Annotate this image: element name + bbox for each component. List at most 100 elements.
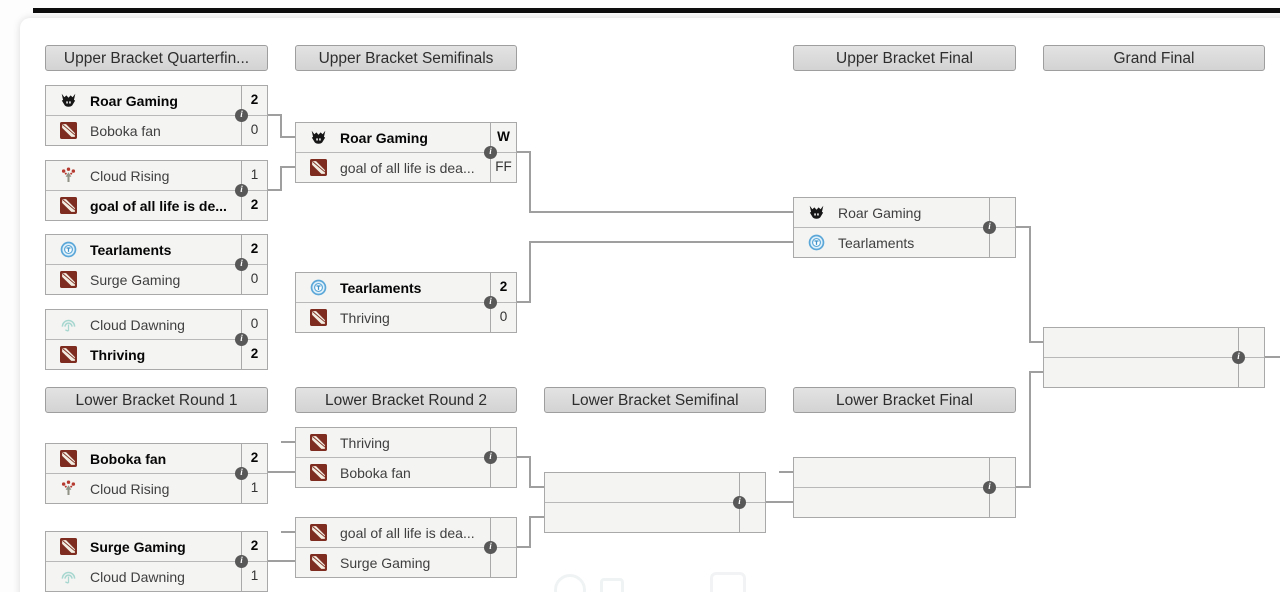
dota2-default-logo-icon [46, 450, 90, 467]
info-icon[interactable] [733, 495, 746, 509]
team-name[interactable]: Boboka fan [340, 464, 411, 481]
info-icon[interactable] [484, 450, 497, 464]
match-lower-bracket-round1-2: Surge Gaming 2 Cloud Dawning 1 [45, 531, 268, 592]
team-name[interactable]: Cloud Rising [90, 167, 170, 184]
header-lower-bracket-round-1: Lower Bracket Round 1 [45, 387, 268, 413]
team-score: W [490, 123, 516, 152]
team-row[interactable]: Tearlaments 2 [296, 273, 516, 303]
match-upper-bracket-quarterfinal-2: Cloud Rising 1 goal of all life is de...… [45, 160, 268, 221]
team-name[interactable]: goal of all life is dea... [340, 524, 475, 541]
team-row[interactable]: Cloud Rising 1 [46, 161, 267, 191]
team-name[interactable]: Thriving [90, 346, 146, 363]
team-name[interactable]: Boboka fan [90, 450, 167, 467]
team-row[interactable]: Roar Gaming 2 [46, 86, 267, 116]
team-score: 0 [241, 116, 267, 145]
team-name[interactable]: Cloud Dawning [90, 568, 185, 585]
connector [281, 441, 295, 443]
dota2-default-logo-icon [46, 346, 90, 363]
connector [529, 211, 793, 213]
cloud-rising-logo-icon [46, 480, 90, 497]
info-icon[interactable] [235, 466, 248, 480]
team-row[interactable]: Boboka fan 2 [46, 444, 267, 474]
cloud-dawning-logo-icon [46, 316, 90, 333]
match-upper-bracket-final: Roar Gaming Tearlaments [793, 197, 1016, 258]
info-icon[interactable] [235, 257, 248, 271]
connector [766, 501, 793, 503]
team-row[interactable]: Boboka fan [296, 458, 516, 487]
connector [1029, 341, 1043, 343]
team-row[interactable]: Cloud Dawning 0 [46, 310, 267, 340]
top-bar [33, 8, 1280, 13]
team-row[interactable]: goal of all life is de... 2 [46, 191, 267, 220]
team-row[interactable]: Surge Gaming 0 [46, 265, 267, 294]
dota2-default-logo-icon [296, 159, 340, 176]
team-row[interactable]: Thriving 0 [296, 303, 516, 332]
team-row[interactable]: Thriving [296, 428, 516, 458]
info-icon[interactable] [983, 220, 996, 234]
info-icon[interactable] [484, 145, 497, 159]
info-icon[interactable] [484, 295, 497, 309]
info-icon[interactable] [235, 108, 248, 122]
info-icon[interactable] [983, 480, 996, 494]
team-name[interactable]: goal of all life is de... [90, 197, 227, 214]
team-row [545, 473, 765, 503]
connector [268, 114, 282, 116]
team-score: 0 [490, 303, 516, 332]
match-lower-bracket-round2-2: goal of all life is dea... Surge Gaming [295, 517, 517, 578]
team-row[interactable]: Tearlaments [794, 228, 1015, 257]
info-icon[interactable] [235, 554, 248, 568]
team-name[interactable]: Roar Gaming [90, 92, 178, 109]
team-row[interactable]: Roar Gaming [794, 198, 1015, 228]
team-row[interactable]: Tearlaments 2 [46, 235, 267, 265]
info-icon[interactable] [235, 183, 248, 197]
team-name[interactable]: Tearlaments [340, 279, 422, 296]
team-name[interactable]: Roar Gaming [838, 204, 922, 221]
match-lower-bracket-semifinal [544, 472, 766, 533]
connector [779, 471, 793, 473]
connector [517, 546, 531, 548]
team-name[interactable]: Cloud Rising [90, 480, 170, 497]
team-name[interactable]: Cloud Dawning [90, 316, 185, 333]
team-name[interactable]: Surge Gaming [90, 538, 186, 555]
team-row[interactable]: Roar Gaming W [296, 123, 516, 153]
team-row[interactable]: Cloud Rising 1 [46, 474, 267, 503]
team-score: 0 [241, 265, 267, 294]
connector [280, 114, 282, 138]
team-name[interactable]: Tearlaments [90, 241, 172, 258]
match-upper-bracket-quarterfinal-4: Cloud Dawning 0 Thriving 2 [45, 309, 268, 370]
match-upper-bracket-quarterfinal-3: Tearlaments 2 Surge Gaming 0 [45, 234, 268, 295]
team-name[interactable]: Thriving [340, 434, 390, 451]
info-icon[interactable] [1232, 350, 1245, 364]
team-name[interactable]: Boboka fan [90, 122, 161, 139]
team-row [794, 458, 1015, 488]
team-name[interactable]: Thriving [340, 309, 390, 326]
team-row[interactable]: Thriving 2 [46, 340, 267, 369]
team-row[interactable]: Boboka fan 0 [46, 116, 267, 145]
team-row[interactable]: Surge Gaming 2 [46, 532, 267, 562]
team-name[interactable]: Surge Gaming [340, 554, 431, 571]
team-score: 2 [490, 273, 516, 302]
team-row[interactable]: goal of all life is dea... [296, 518, 516, 548]
team-score: FF [490, 153, 516, 182]
team-row [1044, 358, 1264, 387]
team-score [989, 228, 1015, 257]
team-name[interactable]: goal of all life is dea... [340, 159, 475, 176]
team-row[interactable]: Surge Gaming [296, 548, 516, 577]
connector [268, 189, 282, 191]
connector [1016, 226, 1031, 228]
team-name[interactable]: Roar Gaming [340, 129, 428, 146]
header-lower-bracket-semifinal: Lower Bracket Semifinal [544, 387, 766, 413]
match-upper-bracket-semifinal-2: Tearlaments 2 Thriving 0 [295, 272, 517, 333]
connector [529, 516, 544, 518]
info-icon[interactable] [484, 540, 497, 554]
info-icon[interactable] [235, 332, 248, 346]
team-row[interactable]: Cloud Dawning 1 [46, 562, 267, 591]
team-name[interactable]: Surge Gaming [90, 271, 181, 288]
dota2-default-logo-icon [296, 524, 340, 541]
header-grand-final: Grand Final [1043, 45, 1265, 71]
dota2-default-logo-icon [296, 434, 340, 451]
team-name[interactable]: Tearlaments [838, 234, 915, 251]
team-row[interactable]: goal of all life is dea... FF [296, 153, 516, 182]
roar-gaming-logo-icon [46, 92, 90, 109]
